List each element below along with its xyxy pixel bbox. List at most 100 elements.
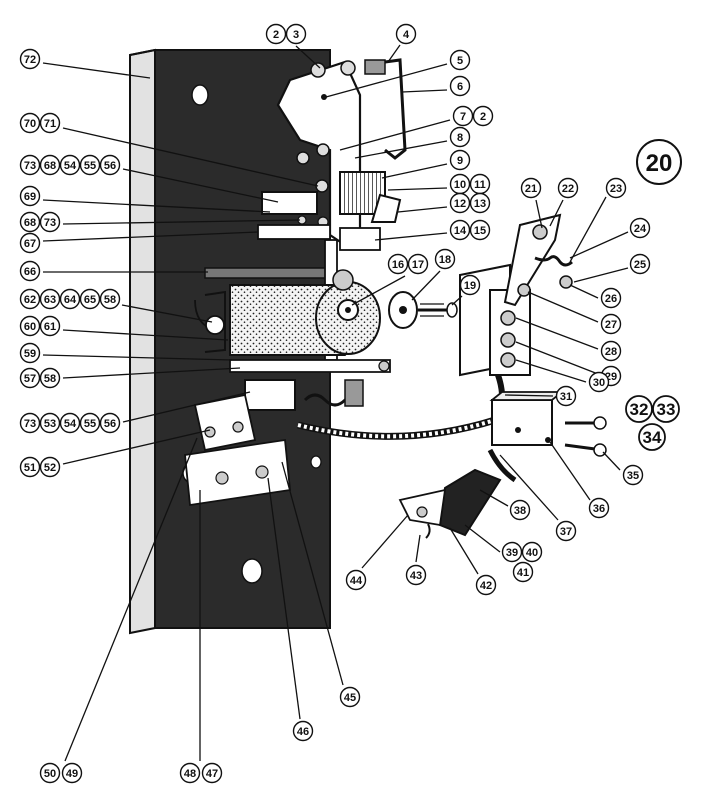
callout-circle	[605, 177, 627, 199]
callout-circle	[557, 177, 579, 199]
callout-number: 42	[480, 580, 492, 592]
callout-circle	[469, 219, 491, 241]
callout-circle	[555, 520, 577, 542]
leader-line	[569, 196, 607, 263]
callout-circle	[59, 412, 81, 434]
callout-50: 50	[39, 762, 61, 784]
callout-67: 67	[19, 232, 41, 254]
callout-number: 73	[24, 418, 36, 430]
callout-25: 25	[629, 253, 651, 275]
callout-52: 52	[39, 456, 61, 478]
callout-circle	[61, 762, 83, 784]
callout-39: 39	[501, 541, 523, 563]
callout-circle	[449, 219, 471, 241]
callout-68: 68	[19, 211, 41, 233]
callout-65: 65	[79, 288, 101, 310]
callout-circle	[520, 177, 542, 199]
armature-bracket	[257, 58, 407, 251]
callout-circle	[638, 423, 666, 451]
callout-60: 60	[19, 315, 41, 337]
leader-line	[464, 524, 501, 553]
callout-circle	[629, 217, 651, 239]
callout-73: 73	[39, 211, 61, 233]
callout-number: 37	[560, 526, 572, 538]
callout-41: 41	[512, 561, 534, 583]
callout-circle	[449, 149, 471, 171]
callout-circle	[629, 253, 651, 275]
callout-number: 33	[657, 400, 676, 419]
leader-line	[535, 199, 543, 229]
callout-42: 42	[475, 574, 497, 596]
callout-number: 72	[24, 54, 36, 66]
leader-line	[62, 329, 229, 341]
callout-17: 17	[407, 253, 429, 275]
callout-circle	[59, 288, 81, 310]
callout-circle	[434, 248, 456, 270]
callout-circle	[19, 211, 41, 233]
callout-number: 46	[297, 726, 309, 738]
callout-circle	[345, 569, 367, 591]
callout-32: 32	[625, 395, 653, 423]
callout-circle	[39, 112, 61, 134]
callout-number: 41	[517, 567, 529, 579]
leader-line	[122, 168, 279, 203]
leader-line	[62, 219, 301, 225]
callout-63: 63	[39, 288, 61, 310]
callout-circle	[19, 367, 41, 389]
callout-number: 49	[66, 768, 78, 780]
callout-number: 11	[474, 179, 486, 191]
callout-number: 69	[24, 191, 36, 203]
callout-11: 11	[469, 173, 491, 195]
callout-34: 34	[638, 423, 666, 451]
callout-circle	[265, 23, 287, 45]
leader-line	[62, 367, 241, 379]
callout-number: 3	[293, 29, 299, 41]
callout-number: 35	[627, 470, 639, 482]
callout-circle	[405, 564, 427, 586]
callout-number: 67	[24, 238, 36, 250]
callout-circle	[512, 561, 534, 583]
leader-lines	[42, 44, 629, 762]
leader-line	[42, 62, 151, 79]
leader-line	[479, 489, 509, 507]
callout-number: 51	[24, 462, 36, 474]
callout-circle	[395, 23, 417, 45]
leader-line	[387, 44, 401, 63]
leader-line	[281, 461, 344, 686]
callout-circle	[19, 260, 41, 282]
callout-57: 57	[19, 367, 41, 389]
callout-number: 24	[634, 223, 647, 235]
callout-circle	[39, 412, 61, 434]
callout-circle	[19, 112, 41, 134]
callout-number: 14	[454, 225, 467, 237]
figure-number-text: 20	[646, 150, 673, 177]
callout-number: 47	[206, 768, 218, 780]
callout-number: 10	[454, 179, 466, 191]
callout-number: 9	[457, 155, 463, 167]
callout-circle	[39, 367, 61, 389]
callout-number: 56	[104, 160, 116, 172]
leader-line	[499, 454, 559, 521]
callout-15: 15	[469, 219, 491, 241]
callout-circle	[459, 274, 481, 296]
callout-55: 55	[79, 154, 101, 176]
callout-56: 56	[99, 154, 121, 176]
callout-38: 38	[509, 499, 531, 521]
callout-circle	[201, 762, 223, 784]
callout-61: 61	[39, 315, 61, 337]
callout-number: 50	[44, 768, 56, 780]
callout-number: 62	[24, 294, 36, 306]
callout-number: 60	[24, 321, 36, 333]
callout-55: 55	[79, 412, 101, 434]
leader-line	[411, 270, 441, 301]
callout-40: 40	[521, 541, 543, 563]
callout-number: 57	[24, 373, 36, 385]
leader-line	[64, 437, 198, 762]
callout-64: 64	[59, 288, 81, 310]
leader-line	[504, 394, 554, 397]
callout-circle	[79, 412, 101, 434]
leader-line	[122, 391, 251, 423]
panel-hole	[310, 455, 322, 469]
